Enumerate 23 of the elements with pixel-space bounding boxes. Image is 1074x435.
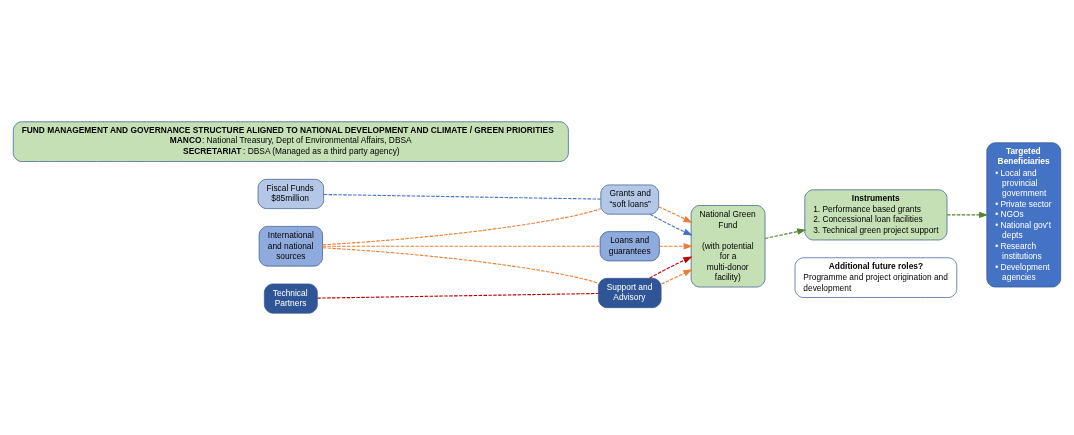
- node-box: Additional future roles? Programme and project origination and development: [794, 257, 958, 298]
- connector: [322, 245, 601, 247]
- arrow: [658, 206, 693, 223]
- node-box: National Green Fund (with potential for a multi-donor facility): [690, 205, 766, 288]
- node-box: Grants and “soft loans”: [600, 184, 660, 215]
- node-box: FUND MANAGEMENT AND GOVERNANCE STRUCTURE ALIGNED TO NATIONAL DEVELOPMENT AND CLIMATE / GREEN PRIORITIES MANCO: National Treasury, Dept of Environmental Affairs, DBSA SECRETARIAT: DBSA (Managed as a third party agency): [12, 121, 569, 162]
- node-box: Instruments 1. Performance based grants 2. Concessional loan facilities 3. Technical green project support: [804, 189, 948, 241]
- arrow: [649, 213, 693, 236]
- connector: [323, 193, 602, 200]
- connector: [316, 292, 599, 299]
- arrow: [649, 256, 693, 279]
- node-box: Loans and guarantees: [599, 231, 660, 262]
- arrow: [660, 269, 693, 285]
- connector: [322, 208, 602, 246]
- node-box: Targeted Beneficiaries • Local and provincial government • Private sector • NGOs • National gov’t depts • Research institutions • Development agencies: [986, 142, 1062, 288]
- node-box: Technical Partners: [264, 283, 318, 314]
- node-box: Fiscal Funds $85million: [257, 178, 324, 209]
- arrow: [764, 228, 807, 240]
- node-box: International and national sources: [258, 226, 323, 267]
- node-box: Support and Advisory: [598, 278, 662, 308]
- arrow: [946, 211, 989, 219]
- arrow: [658, 243, 693, 250]
- connector: [322, 247, 599, 284]
